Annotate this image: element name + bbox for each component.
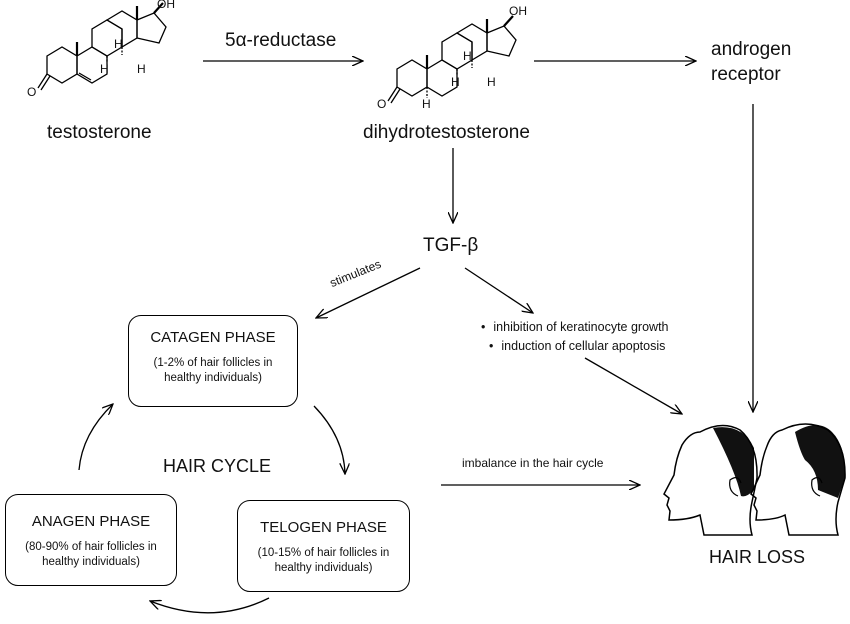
dht-structure (387, 15, 517, 104)
tgf-beta-label: TGF-β (423, 235, 479, 256)
testosterone-h-label-1: H (114, 37, 123, 51)
arrow-tgf-to-catagen (316, 267, 421, 318)
anagen-detail-line2: healthy individuals) (42, 556, 140, 568)
arrow-effects-to-hairloss (584, 357, 682, 414)
dht-h-label-4: H (422, 97, 431, 111)
hair-loss-label: HAIR LOSS (709, 547, 806, 567)
receptor-label-line2: receptor (711, 64, 781, 85)
catagen-phase-box: CATAGEN PHASE (1-2% of hair follicles in… (128, 315, 298, 407)
telogen-detail-line2: healthy individuals) (274, 562, 373, 574)
effect-item: induction of cellular apoptosis (481, 337, 669, 356)
dht-h-label-1: H (463, 49, 472, 63)
anagen-phase-box: ANAGEN PHASE (80-90% of hair follicles i… (5, 494, 177, 586)
balding-head-1 (663, 424, 758, 536)
dht-label: dihydrotestosterone (363, 122, 530, 143)
dht-oh-label: OH (509, 4, 527, 18)
testosterone-structure (37, 2, 167, 91)
arrow-anagen-to-catagen (78, 404, 113, 471)
telogen-title: TELOGEN PHASE (260, 519, 387, 536)
imbalance-label: imbalance in the hair cycle (462, 456, 604, 470)
balding-head-2 (750, 423, 846, 536)
tgf-effects-list: inhibition of keratinocyte growth induct… (481, 318, 669, 356)
catagen-title: CATAGEN PHASE (150, 329, 276, 346)
arrow-catagen-to-telogen (313, 405, 345, 474)
enzyme-label: 5α-reductase (225, 30, 337, 51)
arrow-telogen-to-anagen (150, 597, 270, 614)
telogen-phase-box: TELOGEN PHASE (10-15% of hair follicles … (237, 500, 410, 592)
catagen-detail-line2: healthy individuals) (164, 372, 262, 384)
dht-h-label-3: H (487, 75, 496, 89)
testosterone-oxygen-label: O (27, 85, 37, 99)
arrow-tgf-to-effects (464, 267, 533, 313)
anagen-detail-line1: (80-90% of hair follicles in (25, 541, 157, 553)
testosterone-oh-label: OH (157, 0, 175, 11)
dht-h-label-2: H (451, 75, 460, 89)
testosterone-label: testosterone (47, 122, 152, 143)
anagen-title: ANAGEN PHASE (31, 513, 151, 530)
testosterone-h-label-3: H (137, 62, 146, 76)
receptor-label-line1: androgen (711, 39, 792, 60)
catagen-detail-line1: (1-2% of hair follicles in (153, 357, 273, 369)
dht-oxygen-label: O (377, 97, 387, 111)
telogen-detail-line1: (10-15% of hair follicles in (257, 547, 390, 559)
effect-item: inhibition of keratinocyte growth (481, 318, 668, 337)
testosterone-h-label-2: H (100, 62, 109, 76)
hair-cycle-label: HAIR CYCLE (163, 456, 272, 476)
